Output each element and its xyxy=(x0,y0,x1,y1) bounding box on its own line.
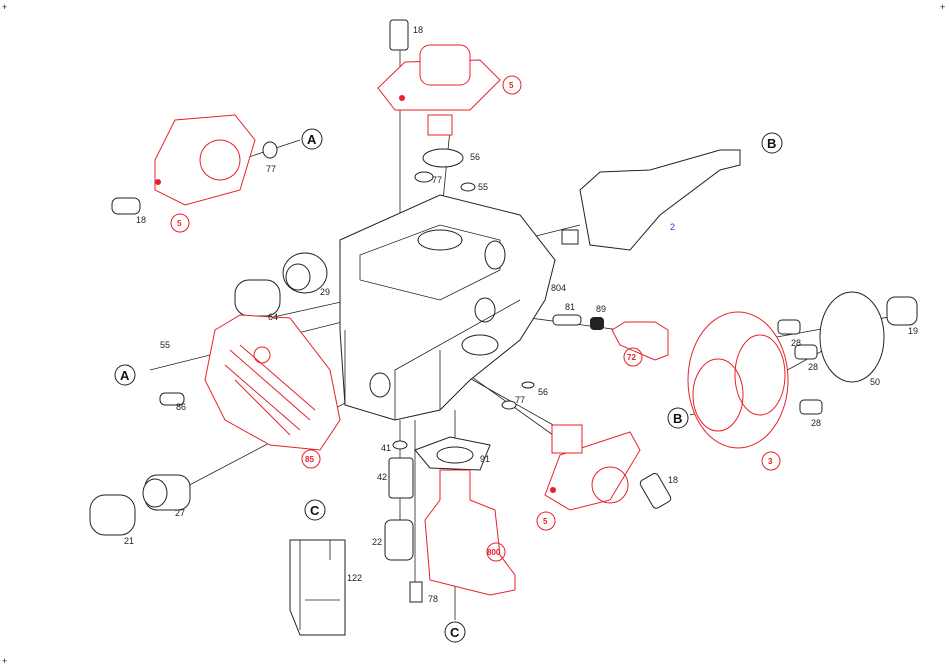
label-5-right: 5 xyxy=(543,517,548,526)
label-50: 50 xyxy=(870,377,880,387)
label-2: 2 xyxy=(670,222,675,232)
label-29: 29 xyxy=(320,287,330,297)
label-78: 78 xyxy=(428,594,438,604)
label-804: 804 xyxy=(551,283,566,293)
ref-c-tool: C xyxy=(310,503,320,518)
label-77-right: 77 xyxy=(515,395,525,405)
label-28-a: 28 xyxy=(791,338,801,348)
reference-markers: A A B B C C xyxy=(114,128,783,643)
label-27: 27 xyxy=(175,508,185,518)
valve-parts xyxy=(501,314,669,410)
label-42: 42 xyxy=(377,472,387,482)
ref-a-top: A xyxy=(307,132,317,147)
label-85: 85 xyxy=(305,455,314,464)
label-122: 122 xyxy=(347,573,362,583)
label-72: 72 xyxy=(627,353,636,362)
label-81: 81 xyxy=(565,302,575,312)
label-55-left: 55 xyxy=(160,340,170,350)
label-22: 22 xyxy=(372,537,382,547)
ref-c-bottom: C xyxy=(450,625,460,640)
label-28-c: 28 xyxy=(811,418,821,428)
drive-shaft xyxy=(561,149,741,251)
corner-mark: + xyxy=(2,2,7,12)
label-56-right: 56 xyxy=(538,387,548,397)
flange xyxy=(687,291,918,449)
pump-element-top xyxy=(377,19,501,192)
label-19: 19 xyxy=(908,326,918,336)
label-18-left: 18 xyxy=(136,215,146,225)
label-55-top: 55 xyxy=(478,182,488,192)
pump-element-right xyxy=(544,424,672,511)
label-18-top: 18 xyxy=(413,25,423,35)
sleeve-parts xyxy=(89,252,328,536)
label-91: 91 xyxy=(480,454,490,464)
label-86: 86 xyxy=(176,402,186,412)
ref-b-flange: B xyxy=(673,411,682,426)
corner-mark: + xyxy=(940,2,945,12)
label-41: 41 xyxy=(381,443,391,453)
pump-element-left xyxy=(111,114,278,215)
label-800: 800 xyxy=(487,548,501,557)
label-28-b: 28 xyxy=(808,362,818,372)
highlight-labels: 5 5 5 72 3 85 800 xyxy=(170,75,781,562)
label-89: 89 xyxy=(596,304,606,314)
ref-a-left: A xyxy=(120,368,130,383)
label-21: 21 xyxy=(124,536,134,546)
label-77-left: 77 xyxy=(266,164,276,174)
label-5-left: 5 xyxy=(177,219,182,228)
label-3: 3 xyxy=(768,457,773,466)
ref-b-top: B xyxy=(767,136,776,151)
bottom-parts xyxy=(289,436,516,636)
label-64: 64 xyxy=(268,312,278,322)
cover-plate xyxy=(159,314,341,451)
label-77-top: 77 xyxy=(432,175,442,185)
pump-housing xyxy=(339,194,556,421)
label-56-top: 56 xyxy=(470,152,480,162)
label-18-right: 18 xyxy=(668,475,678,485)
label-5-top: 5 xyxy=(509,81,514,90)
corner-mark: + xyxy=(2,656,7,666)
part-labels: 18 18 18 56 56 77 77 77 55 55 2 29 64 80… xyxy=(124,25,918,604)
